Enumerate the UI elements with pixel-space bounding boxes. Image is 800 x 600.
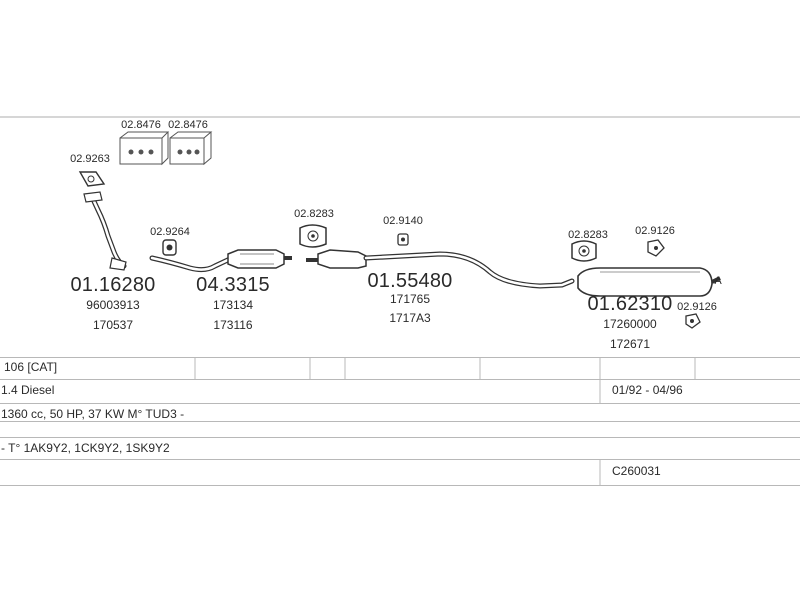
- front-pipe-ref1: 96003913: [86, 298, 140, 312]
- rear-muffler-shape: [577, 267, 721, 297]
- table-line: [0, 357, 800, 358]
- front-pipe-number: 01.16280: [70, 274, 156, 296]
- clamp-rear-label: 02.8283: [568, 229, 608, 241]
- gasket-cat-label: 02.9264: [150, 226, 190, 238]
- clamp-box-a: [119, 131, 170, 166]
- clamp-box-b: [169, 131, 213, 166]
- clamp-rear-icon: [571, 240, 597, 262]
- mid-pipe-ref1: 171765: [389, 292, 431, 306]
- tail-label: A: [714, 275, 722, 287]
- catalyst-number: 04.3315: [196, 274, 270, 296]
- mid-pipe-ref2: 1717A3: [389, 311, 431, 325]
- rear-muffler-ref2: 172671: [609, 337, 651, 351]
- vehicle-code: C260031: [612, 464, 661, 478]
- mount-rear-a-icon: [647, 239, 665, 257]
- catalyst-shape: [227, 249, 292, 269]
- clamp-b-label: 02.8476: [168, 119, 208, 131]
- mount-rear-b-icon: [685, 313, 701, 329]
- front-pipe-ref2: 170537: [92, 318, 134, 332]
- clamp-mid-label: 02.8283: [294, 208, 334, 220]
- vehicle-engine: 1.4 Diesel: [1, 383, 55, 397]
- table-line: [0, 379, 800, 380]
- vehicle-model: 106 [CAT]: [4, 360, 58, 374]
- mid-pipe-shape: [306, 249, 575, 289]
- table-line: [0, 437, 800, 438]
- clamp-mid-icon: [299, 224, 327, 248]
- vehicle-spec: 1360 cc, 50 HP, 37 KW M° TUD3 -: [1, 407, 185, 421]
- rear-muffler-ref1: 17260000: [603, 317, 657, 331]
- mid-pipe-number: 01.55480: [367, 270, 453, 292]
- table-line: [0, 485, 800, 486]
- mount-mid-icon: [397, 233, 409, 246]
- vehicle-years: 01/92 - 04/96: [612, 383, 683, 397]
- table-line: [0, 403, 800, 404]
- vehicle-types: - T° 1AK9Y2, 1CK9Y2, 1SK9Y2: [1, 441, 170, 455]
- mount-mid-label: 02.9140: [383, 215, 423, 227]
- rear-muffler-number: 01.62310: [587, 293, 673, 315]
- mount-rear-a-label: 02.9126: [635, 225, 675, 237]
- gasket-front-label: 02.9263: [70, 153, 110, 165]
- table-line: [0, 421, 800, 422]
- table-line: [0, 459, 800, 460]
- catalyst-ref2: 173116: [213, 318, 253, 332]
- gasket-cat-icon: [162, 239, 177, 256]
- mount-rear-b-label: 02.9126: [677, 301, 717, 313]
- clamp-a-label: 02.8476: [121, 119, 161, 131]
- gasket-front-icon: [78, 171, 106, 187]
- catalyst-ref1: 173134: [212, 298, 254, 312]
